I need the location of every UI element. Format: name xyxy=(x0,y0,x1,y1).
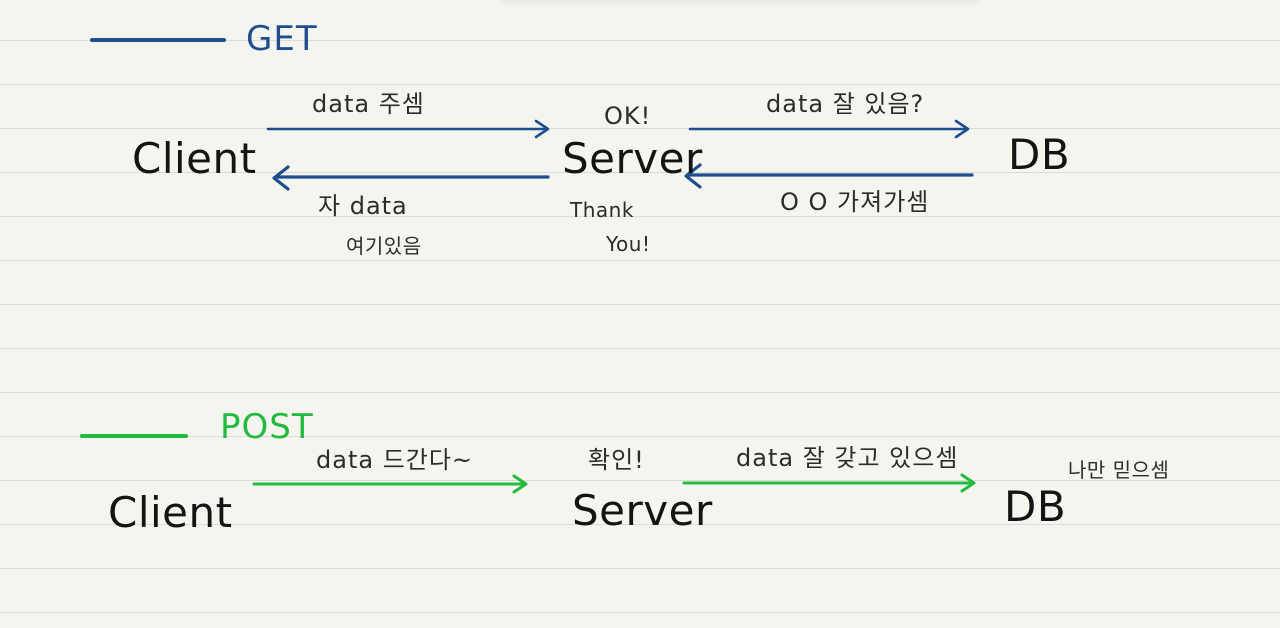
get-server-to-db-label: data 잘 있음? xyxy=(766,90,925,118)
get-thanks-label-1: Thank xyxy=(570,198,634,222)
ruled-line xyxy=(0,480,1280,481)
arrow-get-db-to-server xyxy=(684,163,974,189)
get-title-rule xyxy=(90,38,226,42)
ruled-line xyxy=(0,172,1280,173)
post-title: POST xyxy=(220,407,314,447)
post-server-to-db-label: data 잘 갖고 있으셈 xyxy=(736,444,959,472)
ruled-line xyxy=(0,392,1280,393)
ruled-line xyxy=(0,612,1280,613)
get-server-node: Server xyxy=(562,134,703,183)
ruled-line xyxy=(0,524,1280,525)
ruled-line xyxy=(0,128,1280,129)
ruled-line xyxy=(0,40,1280,41)
arrow-get-client-to-server xyxy=(266,119,550,139)
get-db-to-server-label: O O 가져가셈 xyxy=(780,188,930,216)
arrow-get-server-to-db xyxy=(688,119,970,139)
arrow-post-client-to-server xyxy=(252,474,528,494)
post-server-ack-label: 확인! xyxy=(588,446,645,474)
page-shadow xyxy=(500,0,980,6)
get-server-to-client-label-1: 자 data xyxy=(318,192,408,220)
get-thanks-label-2: You! xyxy=(606,232,651,256)
arrow-get-server-to-client xyxy=(272,165,550,191)
post-server-node: Server xyxy=(572,486,713,535)
ruled-line xyxy=(0,216,1280,217)
post-client-to-server-label: data 드간다~ xyxy=(316,446,474,474)
ruled-line xyxy=(0,84,1280,85)
post-client-node: Client xyxy=(108,488,233,537)
arrow-post-server-to-db xyxy=(682,473,976,493)
post-db-node: DB xyxy=(1004,482,1067,531)
post-db-reply-label: 나만 믿으셈 xyxy=(1068,458,1170,482)
get-client-node: Client xyxy=(132,134,257,183)
ruled-line xyxy=(0,568,1280,569)
get-client-to-server-label: data 주셈 xyxy=(312,90,425,118)
get-server-ack-label: OK! xyxy=(604,102,652,130)
get-server-to-client-label-2: 여기있음 xyxy=(346,234,422,258)
ruled-line xyxy=(0,436,1280,437)
get-title: GET xyxy=(246,19,318,59)
get-db-node: DB xyxy=(1008,130,1071,179)
post-title-rule xyxy=(80,434,188,438)
ruled-line xyxy=(0,260,1280,261)
ruled-line xyxy=(0,348,1280,349)
ruled-line xyxy=(0,304,1280,305)
